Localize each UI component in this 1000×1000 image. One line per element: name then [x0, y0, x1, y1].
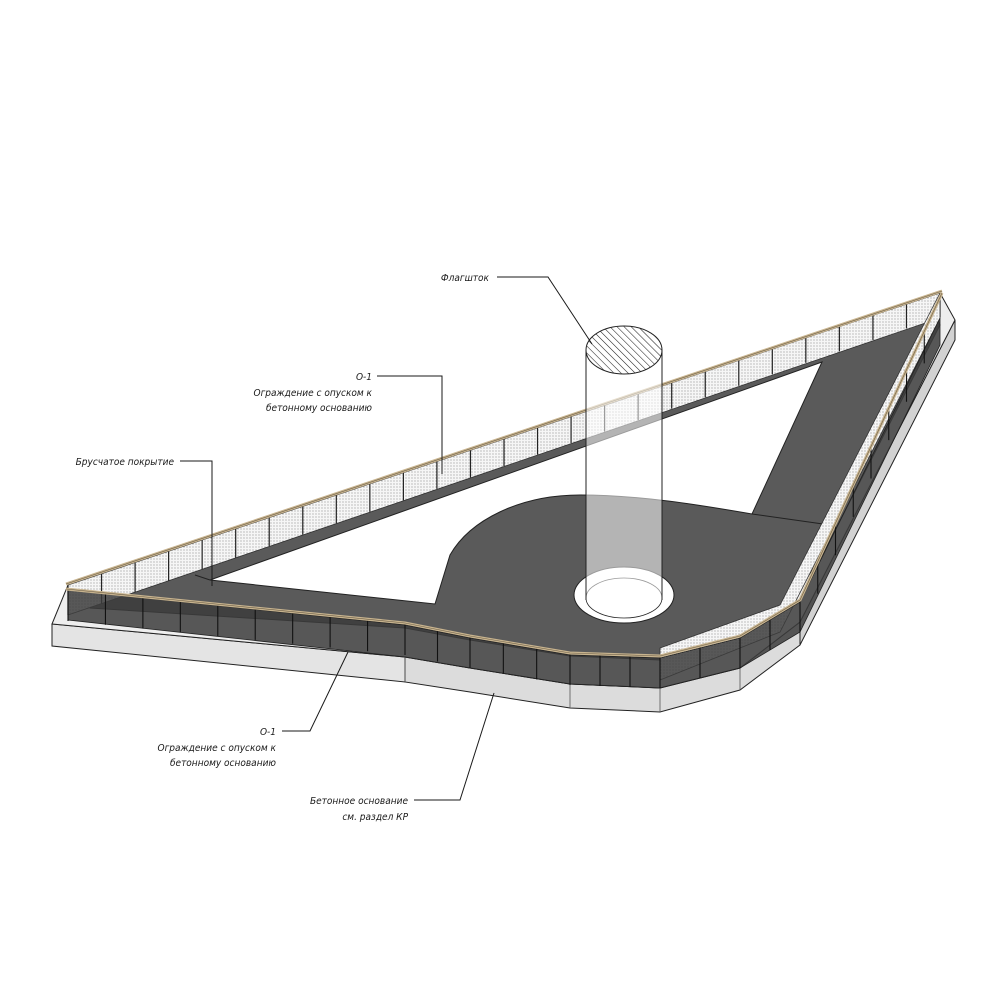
callout-paving: Брусчатое покрытие [76, 457, 213, 586]
label-fence-top-code: О-1 [356, 372, 372, 383]
concrete-base [51, 319, 956, 713]
callout-concrete: Бетонное основание см. раздел КР [310, 692, 495, 823]
inner-lawn [209, 361, 823, 605]
flagpole-top-cap [585, 325, 663, 375]
callout-fence-bottom: О-1 Ограждение с опуском к бетонному осн… [158, 651, 349, 769]
fence-front [65, 292, 944, 689]
callout-flagpole: Флагшток [441, 273, 593, 345]
label-concrete-line1: Бетонное основание [310, 796, 408, 807]
label-paving: Брусчатое покрытие [76, 457, 175, 468]
label-flagpole: Флагшток [441, 273, 490, 284]
callout-fence-top: О-1 Ограждение с опуском к бетонному осн… [254, 372, 443, 474]
label-fence-bottom-line2: бетонному основанию [170, 757, 276, 769]
label-fence-top-line1: Ограждение с опуском к [254, 388, 373, 399]
flagpole-shaft [586, 350, 662, 596]
label-fence-bottom-code: О-1 [260, 727, 276, 738]
flagpole [573, 325, 675, 624]
label-fence-top-line2: бетонному основанию [266, 402, 372, 414]
label-fence-bottom-line1: Ограждение с опуском к [158, 743, 277, 754]
label-concrete-line2: см. раздел КР [342, 812, 408, 823]
